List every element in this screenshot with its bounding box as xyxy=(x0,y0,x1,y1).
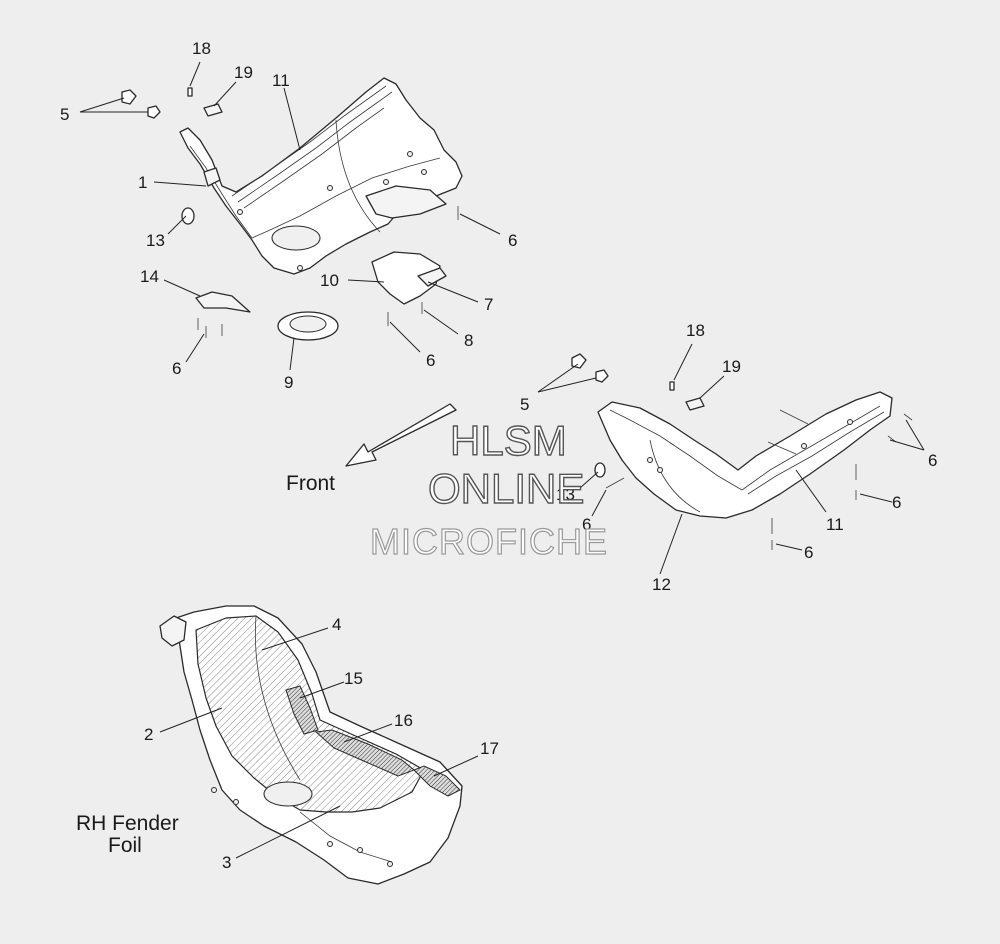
leaders-bottom-left xyxy=(159,627,479,859)
cover-part-10 xyxy=(371,251,441,305)
rh-fender-caption: RH Fender Foil xyxy=(76,812,179,857)
foil-strip-part-17 xyxy=(413,765,461,797)
callout-18: 18 xyxy=(686,321,705,340)
rh-fender-foil-assembly xyxy=(159,605,463,885)
callout-6: 6 xyxy=(582,515,591,534)
callout-2: 2 xyxy=(144,725,153,744)
rh-fender-assembly xyxy=(571,353,913,550)
floor-drain-hole xyxy=(271,225,321,251)
callout-13: 13 xyxy=(556,485,575,504)
callout-5: 5 xyxy=(60,105,69,124)
bracket-part-7 xyxy=(417,267,447,287)
rivet-part-5a xyxy=(121,89,137,105)
foil-drain-hole xyxy=(263,781,313,807)
callout-5: 5 xyxy=(520,395,529,414)
lh-floor-assembly xyxy=(121,77,463,341)
callout-10: 10 xyxy=(320,271,339,290)
screw-part-18b xyxy=(669,381,675,391)
callout-9: 9 xyxy=(284,373,293,392)
callout-6: 6 xyxy=(928,451,937,470)
front-direction-arrow: Front xyxy=(286,403,457,495)
rivet-part-5d xyxy=(595,369,609,383)
callout-3: 3 xyxy=(222,853,231,872)
clip-part-19b xyxy=(685,397,705,411)
watermark: HLSM ONLINE MICROFICHE xyxy=(369,416,608,562)
plug-part-13 xyxy=(181,207,195,225)
screw-part-18 xyxy=(187,87,193,97)
callout-8: 8 xyxy=(464,331,473,350)
callout-6: 6 xyxy=(804,543,813,562)
callouts-right: 18 19 5 6 13 6 6 11 6 12 xyxy=(520,321,937,594)
callout-19: 19 xyxy=(722,357,741,376)
callout-16: 16 xyxy=(394,711,413,730)
callout-14: 14 xyxy=(140,267,159,286)
callout-6: 6 xyxy=(172,359,181,378)
rivet-part-5c xyxy=(571,353,587,369)
callout-19: 19 xyxy=(234,63,253,82)
callout-6: 6 xyxy=(426,351,435,370)
leaders-right xyxy=(537,343,925,575)
plate-part-14 xyxy=(195,291,251,313)
watermark-line-2: ONLINE xyxy=(428,465,584,512)
caption-line-2: Foil xyxy=(108,834,142,857)
callout-15: 15 xyxy=(344,669,363,688)
callout-7: 7 xyxy=(484,295,493,314)
callout-1: 1 xyxy=(138,173,147,192)
leaders-top-left xyxy=(79,61,501,371)
front-label: Front xyxy=(286,472,335,495)
mount-bracket xyxy=(203,167,221,187)
callout-18: 18 xyxy=(192,39,211,58)
rivet-part-5b xyxy=(147,105,161,119)
clip-part-19 xyxy=(203,103,223,117)
foil-bracket xyxy=(159,615,187,647)
plug-part-13b xyxy=(594,462,606,478)
watermark-line-3: MICROFICHE xyxy=(370,521,608,562)
callout-6: 6 xyxy=(892,493,901,512)
callout-13: 13 xyxy=(146,231,165,250)
foil-strip-part-15 xyxy=(285,685,319,735)
callout-11: 11 xyxy=(826,515,844,534)
callout-17: 17 xyxy=(480,739,499,758)
callouts-bottom-left: 4 15 2 16 17 3 xyxy=(144,615,499,872)
callout-4: 4 xyxy=(332,615,341,634)
callout-11: 11 xyxy=(272,71,290,90)
callout-6: 6 xyxy=(508,231,517,250)
fender-part-12 xyxy=(597,391,893,519)
watermark-line-1: HLSM xyxy=(450,417,567,464)
caption-line-1: RH Fender xyxy=(76,812,179,835)
callouts-top-left: 18 19 5 11 1 13 6 14 10 7 8 6 6 9 xyxy=(60,39,517,392)
callout-12: 12 xyxy=(652,575,671,594)
floor-panel-part-1 xyxy=(179,77,463,275)
